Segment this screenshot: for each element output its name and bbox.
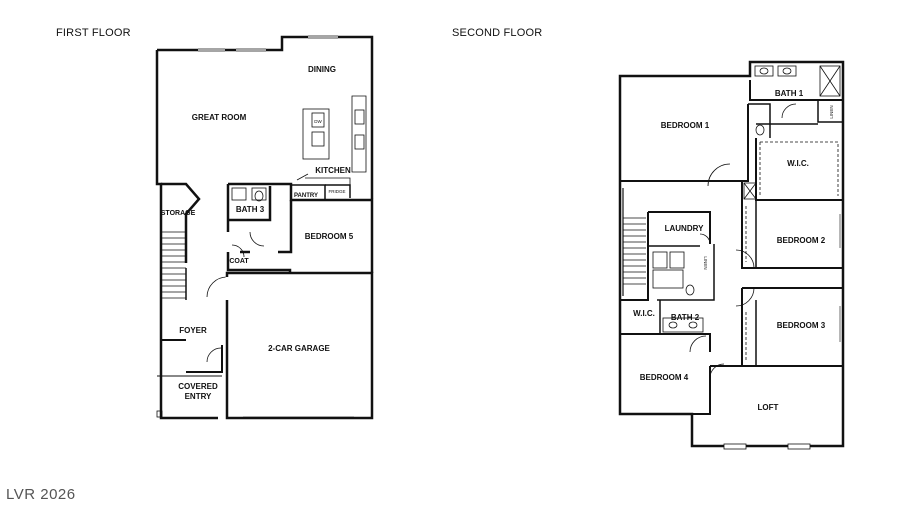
dishwasher-label: DW [314,119,322,124]
bedroom2-label: BEDROOM 2 [777,236,826,245]
foyer-label: FOYER [179,326,207,335]
bath3-label: BATH 3 [236,205,265,214]
entry-label: ENTRY [185,392,212,401]
storage-label: STORAGE [161,210,196,217]
loft-label: LOFT [758,403,779,412]
wic2-label: W.I.C. [633,309,655,318]
first-floor-title: FIRST FLOOR [56,27,131,39]
kitchen-label: KITCHEN [315,166,351,175]
second-floor-fixtures [622,65,841,450]
watermark: LVR 2026 [6,486,76,503]
first-floor-fixtures [156,35,367,418]
dining-label: DINING [308,65,336,74]
linen2-label: LINEN [703,256,708,269]
bedroom3-label: BEDROOM 3 [777,321,826,330]
laundry-label: LAUNDRY [665,224,704,233]
bedroom1-label: BEDROOM 1 [661,121,710,130]
covered-label: COVERED [178,382,218,391]
bedroom5-label: BEDROOM 5 [305,232,354,241]
garage-label: 2-CAR GARAGE [268,344,330,353]
second-floor-plan [618,60,845,448]
first-floor-plan [155,35,374,420]
linen1-label: LINEN [829,105,834,118]
pantry-label: PANTRY [294,193,318,199]
second-floor-title: SECOND FLOOR [452,27,543,39]
fridge-label: FRIDGE [328,189,345,194]
great-room-label: GREAT ROOM [192,113,247,122]
bedroom4-label: BEDROOM 4 [640,373,689,382]
wic1-label: W.I.C. [787,159,809,168]
bath1-label: BATH 1 [775,89,804,98]
coat-closet-label: COAT [229,258,249,265]
bath2-label: BATH 2 [671,313,700,322]
